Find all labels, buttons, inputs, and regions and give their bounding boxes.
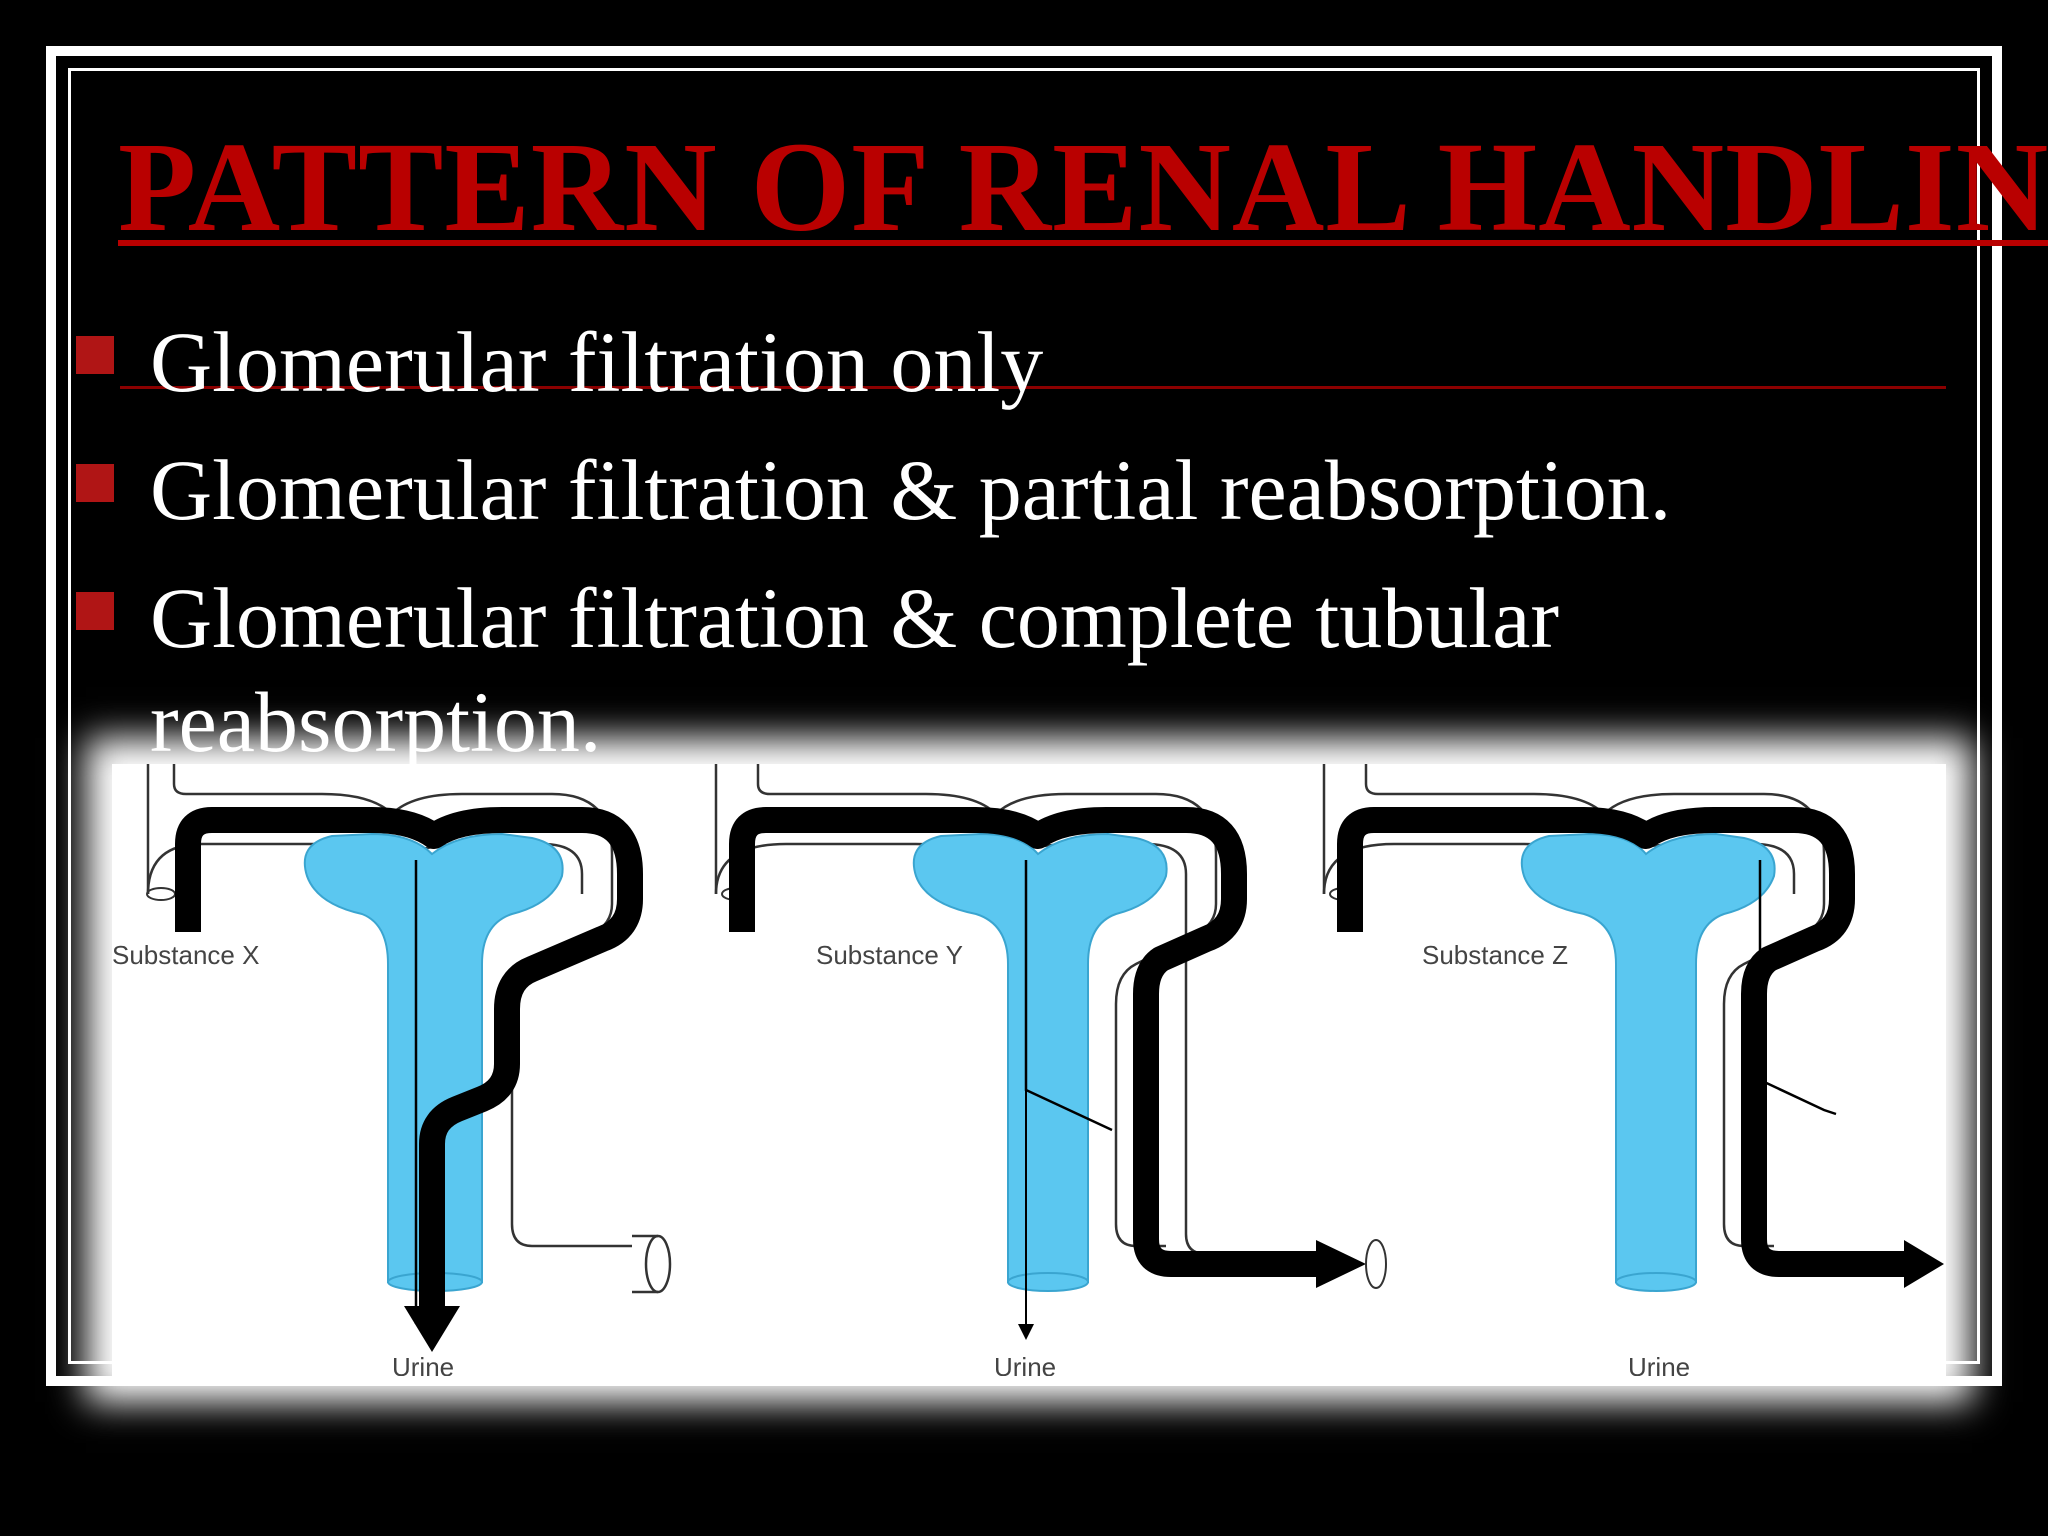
renal-handling-diagram: Substance X Urine Substance Y Urine [112, 764, 1946, 1376]
panel-substance-x: Substance X Urine [112, 764, 672, 1376]
square-bullet-icon [76, 336, 114, 374]
flow-path-z [1337, 807, 1914, 1277]
bullet-text: Glomerular filtration only [150, 314, 1044, 410]
panel-substance-z: Substance Z Urine [1322, 764, 1944, 1376]
bullet-divider [120, 386, 1946, 389]
urine-label-z: Urine [1628, 1352, 1690, 1376]
bullet-text: Glomerular filtration & partial reabsorp… [150, 442, 1672, 538]
square-bullet-icon [76, 592, 114, 630]
substance-z-label: Substance Z [1422, 940, 1568, 970]
bullet-item: Glomerular filtration & complete tubular… [74, 566, 1954, 774]
substance-y-label: Substance Y [816, 940, 963, 970]
bullet-text: Glomerular filtration & complete tubular… [150, 570, 1560, 770]
slide-frame-outer [46, 46, 2002, 1386]
urine-label-x: Urine [392, 1352, 454, 1376]
slide-title: PATTERN OF RENAL HANDLING [118, 116, 2048, 258]
nephron-diagram-svg: Substance X Urine Substance Y Urine [112, 764, 1944, 1376]
square-bullet-icon [76, 464, 114, 502]
bullet-list: Glomerular filtration only Glomerular fi… [74, 310, 1954, 798]
tubule [303, 832, 564, 1283]
panel-substance-y: Substance Y Urine [714, 764, 1387, 1376]
flow-path-x [175, 807, 643, 1312]
bullet-item: Glomerular filtration only [74, 310, 1954, 414]
flow-path-y [729, 807, 1324, 1277]
urine-label-y: Urine [994, 1352, 1056, 1376]
substance-x-label: Substance X [112, 940, 259, 970]
bullet-item: Glomerular filtration & partial reabsorp… [74, 438, 1954, 542]
